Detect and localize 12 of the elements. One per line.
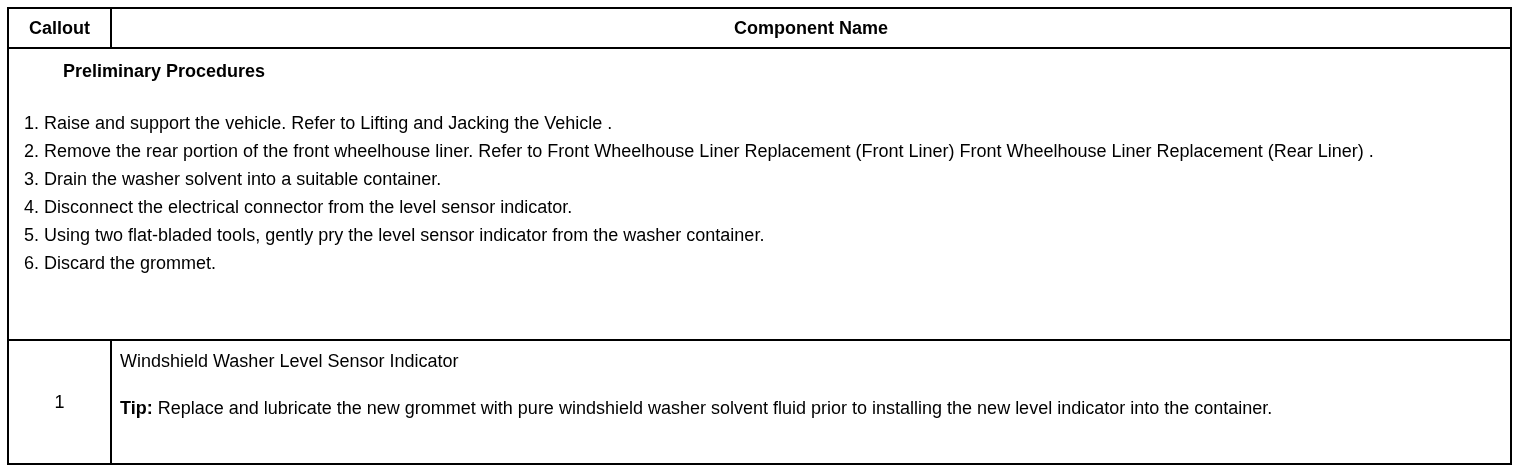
callout-number: 1 xyxy=(8,340,111,464)
component-name: Windshield Washer Level Sensor Indicator xyxy=(120,351,459,372)
procedure-step: 6. Discard the grommet. xyxy=(24,253,217,273)
column-header: Component Name xyxy=(111,8,1511,48)
procedure-step: 5. Using two flat-bladed tools, gently pry the level sensor indicator from the washer container. xyxy=(24,225,765,245)
tip-note: Tip: Replace and lubricate the new grommet with pure windshield washer solvent fluid prior to installing the new level indicator into the container. xyxy=(120,397,1274,420)
procedure-step: 4. Disconnect the electrical connector from the level sensor indicator. xyxy=(24,197,573,217)
procedure-step: 1. Raise and support the vehicle. Refer to Lifting and Jacking the Vehicle . xyxy=(24,113,613,133)
section-heading: Preliminary Procedures xyxy=(63,61,266,82)
column-header: Callout xyxy=(8,8,111,48)
procedure-step: 3. Drain the washer solvent into a suitable container. xyxy=(24,169,442,189)
procedure-step: 2. Remove the rear portion of the front wheelhouse liner. Refer to Front Wheelhouse Liner Replacement (Front Liner) Front Wheelhouse Liner Replacement (Rear Liner) . xyxy=(24,141,1374,161)
